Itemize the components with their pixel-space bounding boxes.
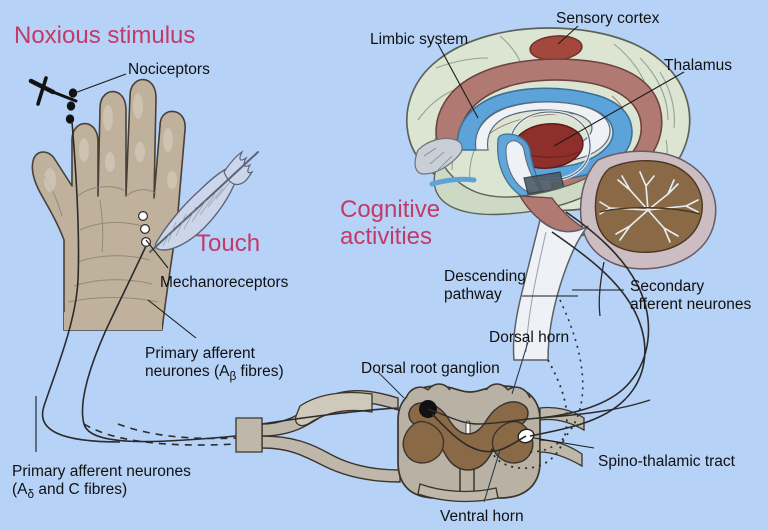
heading-touch: Touch [196,230,261,257]
leader-lines [35,25,685,503]
descending-pathway-line [490,359,568,469]
insula-texture [423,147,453,171]
pa-ab-subscript: β [229,370,237,384]
optic-tract [429,176,477,187]
arbor-vitae-lines [599,171,699,243]
label-primary-afferent-adc: Primary afferent neurones (Aδ and C fibr… [12,463,262,502]
a-beta-fibre-2 [41,121,121,443]
cerebellum-fissure [599,207,701,215]
hand-group [28,76,186,331]
leader-primary-afferent-ab [147,299,197,339]
dorsal-root-ganglion-swelling [294,391,373,427]
brain-group [405,27,717,361]
nerve-root-ventral [261,435,401,483]
leader-ventral-horn [483,449,501,503]
a-beta-fibre-1 [81,245,237,443]
hand-highlights [44,93,177,192]
label-limbic-system: Limbic system [370,31,469,48]
brainstem-lower [512,218,589,361]
brainstem-midline [525,231,547,353]
hand-silhouette [31,78,186,331]
label-sensory-cortex: Sensory cortex [556,10,660,27]
nociceptor-dots [65,88,78,124]
second-order-crossing [431,413,527,453]
hand-wrist-block [64,312,162,330]
pa-ab-line-2-post: fibres) [236,363,284,380]
nerve-trunk-left [235,417,263,453]
pa-adc-line-1: Primary afferent neurones [12,463,191,480]
pa-adc-line-2-pre: (A [12,481,28,498]
leader-limbic [437,43,479,119]
pa-ab-line-2-pre: neurones (A [145,363,230,380]
pa-adc-subscript: δ [27,488,35,502]
pa-adc-line-2-post: and C fibres) [34,481,128,498]
feather-group [149,150,259,253]
descending-line-1: Descending [444,268,526,285]
ascending-tract-1 [529,231,646,437]
spinal-cord-group [235,383,585,503]
label-thalamus: Thalamus [664,57,733,74]
label-ventral-horn: Ventral horn [440,508,524,525]
leader-mechanoreceptors [145,239,169,269]
feather-barb-lines [162,181,231,247]
leader-thalamus [553,71,685,147]
a-delta-c-fibre-2 [117,423,237,440]
mechanoreceptor-dots [138,211,152,248]
cognitive-line-1: Cognitive [340,196,441,223]
leader-spino-thalamic [533,437,595,449]
leader-drg [377,371,405,399]
heading-noxious-stimulus: Noxious stimulus [14,22,196,49]
label-dorsal-horn: Dorsal horn [489,329,570,346]
a-delta-c-fibre-1 [83,423,237,446]
label-descending-pathway: Descending pathway [444,268,554,304]
label-dorsal-root-ganglion: Dorsal root ganglion [361,360,500,377]
secondary-line-2: afferent neurones [630,296,752,313]
tack-pin-icon [28,76,78,106]
ventral-horn-left [402,420,445,464]
ascending-tract-2 [539,211,650,419]
label-nociceptors: Nociceptors [128,61,210,78]
leader-sensory-cortex [557,25,579,45]
leader-dorsal-horn [511,341,529,395]
label-spino-thalamic-tract: Spino-thalamic tract [598,453,735,470]
secondary-line-1: Secondary [630,278,705,295]
leader-nociceptors [71,73,127,95]
label-mechanoreceptors: Mechanoreceptors [160,274,289,291]
pa-ab-line-1: Primary afferent [145,345,255,362]
descending-pathway-line-2 [529,299,584,453]
cognitive-line-2: activities [340,223,433,250]
heading-cognitive-activities: Cognitive activities [340,196,470,250]
primary-afferent-into-cord [261,407,399,425]
descending-line-2: pathway [444,286,502,303]
pathways-group [41,121,651,469]
label-secondary-afferent-neurones: Secondary afferent neurones [630,278,768,314]
ventral-roots-bottom [417,483,499,503]
label-primary-afferent-ab: Primary afferent neurones (Aβ fibres) [145,345,315,384]
